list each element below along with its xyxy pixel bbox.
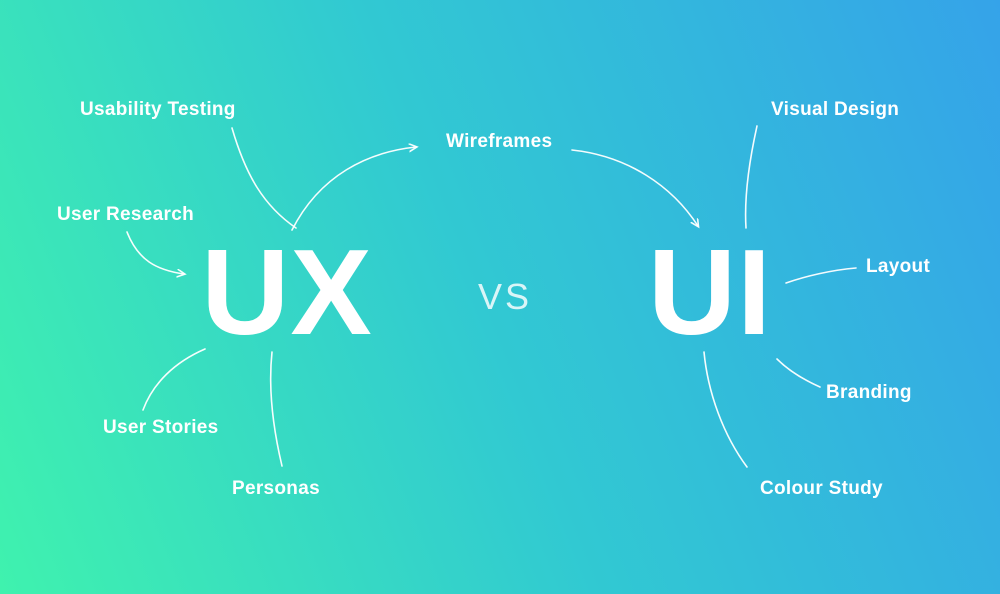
vs-text: VS xyxy=(477,276,533,317)
connector-visual-design-to-ui xyxy=(744,125,758,229)
connector-user-research-to-ux xyxy=(126,231,184,274)
label-colour-study: Colour Study xyxy=(760,478,883,499)
label-visual-design: Visual Design xyxy=(771,99,900,120)
connector-layout-to-ui xyxy=(785,267,857,284)
connector-wireframes-to-ui xyxy=(571,149,698,226)
label-branding: Branding xyxy=(826,382,912,403)
connector-user-stories-to-ux xyxy=(142,348,206,411)
ux-heading: UX xyxy=(201,224,373,360)
connector-usability-testing-to-ux xyxy=(231,127,297,229)
connector-colour-study-to-ui xyxy=(703,351,748,468)
label-user-research: User Research xyxy=(57,204,194,225)
label-usability-testing: Usability Testing xyxy=(80,99,236,120)
connector-branding-to-ui xyxy=(776,358,821,388)
label-wireframes: Wireframes xyxy=(446,131,553,152)
connector-personas-to-ux xyxy=(269,351,283,467)
label-user-stories: User Stories xyxy=(103,417,219,438)
ui-heading: UI xyxy=(648,224,772,360)
connector-ux-to-wireframes xyxy=(291,147,416,231)
label-personas: Personas xyxy=(232,478,320,499)
label-layout: Layout xyxy=(866,256,931,277)
